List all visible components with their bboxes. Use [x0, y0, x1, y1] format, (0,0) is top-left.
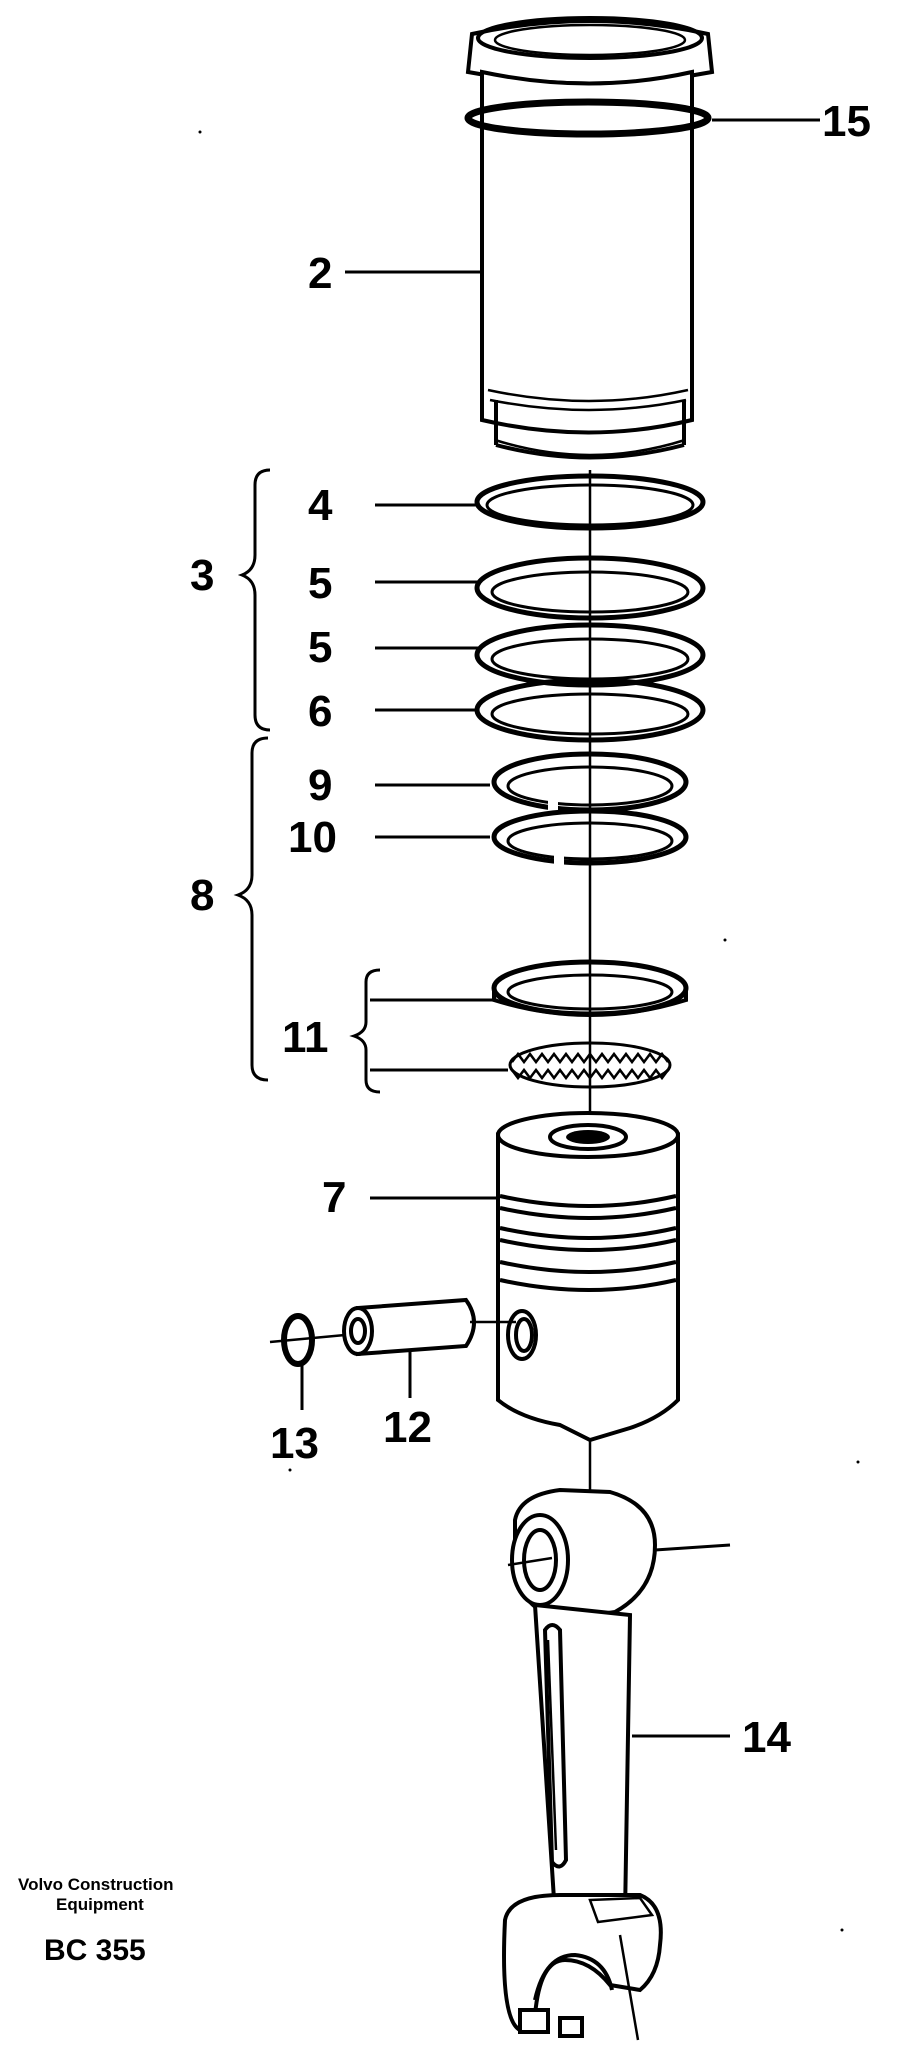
footer-code: BC 355: [44, 1934, 146, 1967]
cylinder-liner: [465, 16, 715, 460]
piston-ring-6: [375, 677, 706, 743]
label-10: 10: [288, 813, 337, 862]
label-11: 11: [282, 1013, 329, 1062]
expander-spring: [370, 1041, 672, 1089]
oil-ring-9: [375, 751, 689, 814]
connecting-rod: [502, 1440, 731, 2041]
label-12: 12: [383, 1403, 432, 1452]
footer-company-line1: Volvo Construction: [18, 1875, 174, 1894]
label-5a: 5: [308, 559, 332, 608]
label-13: 13: [270, 1419, 319, 1468]
piston-ring-5-lower: [375, 622, 706, 688]
scan-dots: [198, 130, 860, 1932]
brace-8: [233, 736, 269, 1082]
brace-11: [349, 968, 381, 1094]
piston-ring-4: [375, 473, 706, 531]
label-5b: 5: [308, 623, 332, 672]
oil-ring-11: [370, 959, 689, 1017]
label-14: 14: [742, 1713, 791, 1762]
piston-pin: [342, 1297, 516, 1398]
label-7: 7: [322, 1173, 346, 1222]
label-8: 8: [190, 871, 214, 920]
label-4: 4: [308, 481, 333, 530]
label-6: 6: [308, 687, 332, 736]
label-2: 2: [308, 249, 332, 298]
label-3: 3: [190, 551, 214, 600]
label-15: 15: [822, 97, 871, 146]
circlip: [269, 1313, 346, 1410]
piston-ring-5-upper: [375, 555, 706, 621]
o-ring-15: [464, 98, 820, 138]
piston: [370, 1111, 680, 1443]
brace-3: [237, 468, 271, 732]
footer-company-line2: Equipment: [56, 1895, 144, 1914]
oil-ring-10: [375, 808, 689, 866]
label-9: 9: [308, 761, 332, 810]
